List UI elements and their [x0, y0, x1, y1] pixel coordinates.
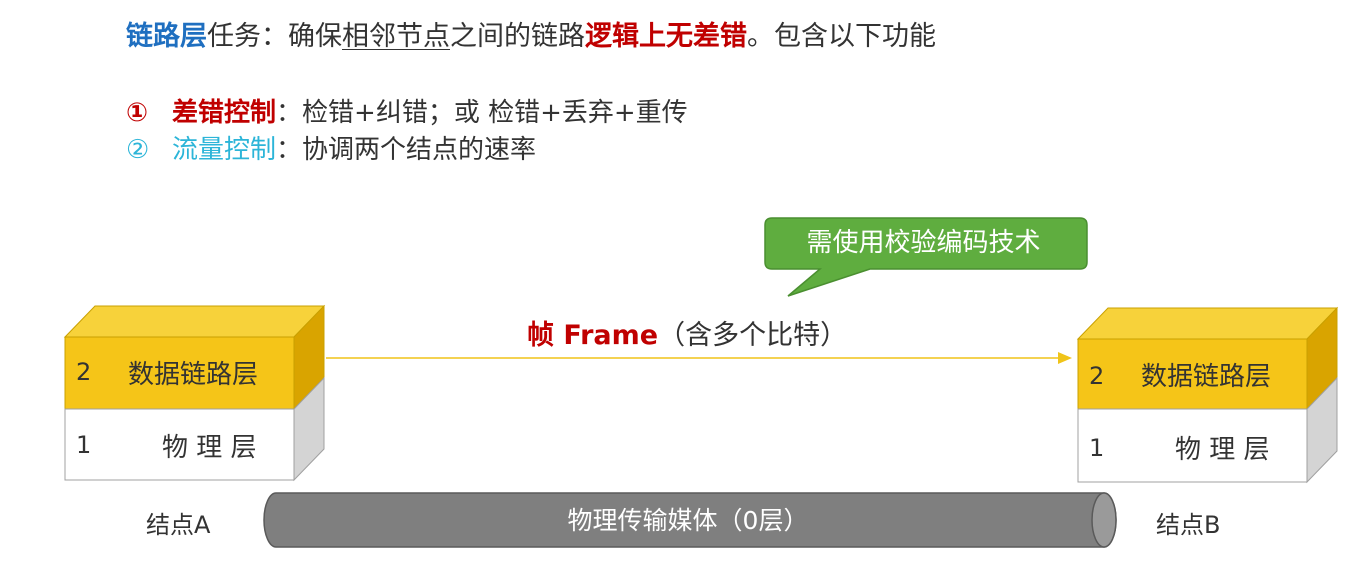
node-a-label: 结点A: [146, 511, 211, 539]
function-name: 差错控制: [172, 98, 277, 128]
function-desc: 检错+纠错；或 检错+丢弃+重传: [302, 98, 688, 128]
function-colon: ：: [276, 135, 303, 165]
function-item-flow-control: ② 流量控制：协调两个结点的速率: [126, 129, 536, 166]
function-desc: 协调两个结点的速率: [302, 135, 537, 165]
frame-label-main: 帧 Frame: [527, 320, 659, 351]
node-b-label: 结点B: [1156, 511, 1221, 539]
node-b-layer2-name: 数据链路层: [1141, 362, 1272, 392]
function-item-error-control: ① 差错控制：检错+纠错；或 检错+丢弃+重传: [126, 92, 688, 129]
medium-pipe: [263, 492, 1117, 548]
node-a-layer2-num: 2: [76, 358, 92, 386]
heading-middle: 之间的链路: [450, 21, 585, 52]
node-b-layer1-name: 物 理 层: [1175, 435, 1270, 465]
node-b-layer2-num: 2: [1089, 362, 1105, 390]
heading-suffix: 。包含以下功能: [747, 21, 936, 52]
node-b-layer1-num: 1: [1089, 434, 1105, 462]
callout-text: 需使用校验编码技术: [806, 228, 1041, 258]
frame-label: 帧 Frame（含多个比特）: [527, 313, 847, 352]
frame-arrow: [326, 352, 1072, 364]
node-a-layer1-name: 物 理 层: [162, 433, 257, 463]
task-heading: 链路层任务：确保相邻节点之间的链路逻辑上无差错。包含以下功能: [126, 14, 936, 53]
heading-underlined: 相邻节点: [342, 21, 450, 52]
heading-task-prefix: 任务：确保: [207, 21, 342, 52]
frame-label-note: （含多个比特）: [658, 320, 848, 351]
medium-label: 物理传输媒体（0层）: [567, 506, 809, 535]
heading-emphasis: 逻辑上无差错: [585, 21, 747, 52]
node-a-stack: [63, 304, 326, 482]
node-a-layer1-num: 1: [76, 431, 92, 459]
function-marker: ①: [126, 98, 149, 128]
function-colon: ：: [276, 98, 303, 128]
function-marker: ②: [126, 135, 150, 165]
heading-term: 链路层: [126, 21, 207, 52]
function-name: 流量控制: [172, 135, 277, 165]
node-b-stack: [1076, 306, 1339, 484]
callout-bubble: [764, 217, 1088, 297]
node-a-layer2-name: 数据链路层: [128, 360, 259, 390]
